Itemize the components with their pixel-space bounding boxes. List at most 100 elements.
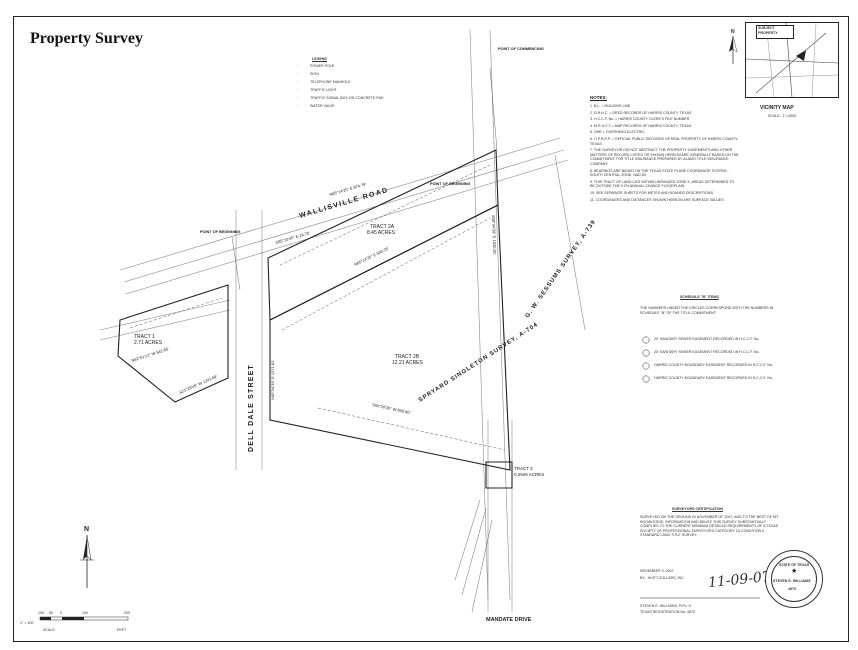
legend-item: TRAFFIC LIGHT — [310, 88, 337, 92]
tract-2b-area: 12.21 ACRES — [392, 360, 424, 366]
easement-line — [554, 154, 586, 331]
legend-item: TRAFFIC SIGNAL BOX ON CONCRETE PAD — [310, 96, 384, 100]
subject-property-label: SUBJECT PROPERTY — [758, 26, 778, 35]
legend-symbol-icon: ◦ — [297, 96, 299, 100]
tract-2a-name: TRACT 2A — [370, 224, 395, 230]
notes-list: 1. B.L. = BUILDING LINE 2. D.R.H.C. = DEE… — [590, 104, 740, 204]
building-line-3 — [129, 297, 223, 329]
wallisville-edge-north — [119, 137, 561, 271]
seal-state: STATE OF TEXAS — [779, 563, 810, 567]
note-item: 4. M.R.H.C.T.= MAP RECORDS OF HARRIS COU… — [590, 123, 692, 128]
scale-bar-tick-label: 100 — [38, 611, 44, 615]
seal-name: STEVEN E. WILLIAMS — [773, 579, 811, 583]
tract-2a-area: 8.45 ACRES — [367, 230, 396, 236]
road-edges — [99, 29, 586, 612]
west-road-line-2 — [99, 309, 231, 341]
certification-body: SURVEYED ON THE GROUND IN NOVEMBER OF 20… — [640, 515, 779, 538]
scale-bar-tick-label: 100 — [82, 611, 88, 615]
note-item: 11. COORDINATES AND DISTANCES SHOWN HERE… — [590, 197, 724, 202]
survey-sheet — [13, 16, 849, 642]
scale-bar-tick-label: 50 — [49, 611, 53, 615]
west-road-line — [99, 299, 231, 331]
note-item: 1. B.L. = BUILDING LINE — [590, 104, 631, 108]
page-title: Property Survey — [30, 30, 144, 47]
certification-firm: BY: HUITT-ZOLLARS, INC. — [640, 576, 685, 580]
bearing-4: S50°20'30" W 660.80' — [372, 402, 411, 415]
tract-2b-name: TRACT 2B — [395, 354, 420, 360]
survey-line-east-2 — [469, 29, 489, 601]
leader-pipe-2 — [461, 507, 487, 596]
legend-item: SIGN — [310, 72, 319, 76]
legend-symbol-icon: ◦ — [297, 104, 299, 108]
schedule-b-item: 20' SANITARY SEWER EASEMENT RECORDED IN … — [654, 337, 760, 341]
vicinity-map: SUBJECT PROPERTY — [745, 22, 839, 98]
surveyor-registration: TEXAS REGISTRATION No. 4870 — [640, 610, 696, 614]
note-item: 8. BEARINGS ARE BASED ON THE TEXAS STATE… — [590, 168, 729, 178]
legend-symbol-icon: ◦ — [297, 88, 299, 92]
tract-3-area: 0.2946 ACRES — [514, 472, 544, 477]
legend-item: POWER POLE — [310, 64, 335, 68]
leader-pipe-1 — [454, 499, 481, 581]
wallisville-edge-south — [125, 159, 569, 295]
schedule-b-markers — [642, 336, 650, 383]
bearing-3: N65°14'25" E 500.25' — [353, 246, 389, 267]
note-item: 5. OHE = OVERHEAD ELECTRIC — [590, 130, 645, 135]
vicinity-north-label: N — [731, 29, 735, 35]
vicinity-map-scale: SCALE: 1"=4000' — [768, 114, 797, 118]
surveyor-name: STEVEN E. WILLIAMS, R.P.L.S. — [640, 604, 692, 608]
certification-date: NOVEMBER 9, 2007 — [640, 569, 674, 573]
schedule-b-heading: SCHEDULE "B" ITEMS — [680, 295, 719, 299]
notes-heading: NOTES: — [590, 95, 608, 100]
wallisville-edge-mid — [123, 149, 565, 283]
legend-heading: LEGEND — [312, 57, 327, 61]
surveyor-seal: STATE OF TEXAS ★ STEVEN E. WILLIAMS 4870 — [765, 550, 823, 608]
schedule-b-marker-3 — [642, 362, 650, 370]
beginning-label: POINT OF BEGINNING — [200, 230, 241, 234]
scale-ratio: 1" = 100' — [20, 621, 35, 625]
vicinity-map-title: VICINITY MAP — [760, 105, 794, 111]
scale-bar-seg-1 — [40, 617, 51, 620]
seal-star-icon: ★ — [791, 568, 798, 575]
bearing-5: N62°51'12" W 542.65' — [131, 346, 170, 363]
building-lines — [129, 164, 506, 451]
certification-heading: SURVEYORS CERTIFICATION — [672, 507, 723, 511]
north-arrow-icon — [80, 535, 94, 588]
vicinity-north-arrow-icon — [729, 35, 738, 64]
bearing-8: S85°10'45" E 24.70' — [275, 230, 311, 245]
tract-1-area: 2.71 ACRES — [134, 340, 163, 346]
building-line-2 — [281, 217, 491, 331]
legend-item: WATER VALVE — [310, 104, 335, 108]
tract-2b-boundary — [269, 204, 511, 471]
seal-number: 4870 — [788, 587, 796, 591]
tract-3-boundary — [485, 461, 513, 489]
note-item: 2. D.R.H.C. = DEED RECORDS OF HARRIS COU… — [590, 110, 692, 115]
tract-1-boundary — [117, 284, 229, 403]
schedule-b-item: HARRIS COUNTY BOUNDARY EASEMENT RECORDED… — [654, 376, 773, 380]
leader-beginning — [231, 236, 241, 291]
north-label: N — [84, 526, 90, 533]
note-item: 6. O.P.R.R.P. = OFFICIAL PUBLIC RECORDS … — [590, 136, 739, 146]
bearing-7: N00°34'39" E 1271.81' — [270, 360, 275, 400]
note-item: 3. H.C.C.F. No. = HARRIS COUNTY CLERK'S … — [590, 117, 690, 122]
feet-word: FEET — [117, 628, 127, 632]
beginning-label-2: POINT OF BEGINNING — [430, 182, 471, 186]
tract-3-name: TRACT 3 — [514, 466, 533, 471]
building-line-1 — [279, 164, 491, 266]
mandate-drive-label: MANDATE DRIVE — [486, 617, 532, 623]
leader-pipe-3 — [471, 519, 493, 613]
tract-1-name: TRACT 1 — [134, 334, 155, 340]
legend-symbol-icon: ◦ — [297, 64, 299, 68]
sessums-survey-label: G. W. SESSUMS SURVEY, A-739 — [525, 219, 598, 319]
scale-bar-seg-2 — [62, 617, 84, 620]
scale-bar-tick-label: 200 — [124, 611, 130, 615]
note-item: 9. THIS TRACT OF LAND LIES WITHIN UNSHAD… — [590, 179, 735, 189]
survey-line-east — [489, 29, 511, 601]
leader-lines — [231, 67, 498, 613]
scale-bar — [39, 616, 129, 621]
leader-commencing — [489, 67, 498, 151]
schedule-b-marker-4 — [642, 375, 650, 383]
commencing-label: POINT OF COMMENCING — [498, 47, 544, 51]
building-line-4 — [317, 407, 506, 451]
scale-bar-tick-label: 0 — [60, 611, 62, 615]
